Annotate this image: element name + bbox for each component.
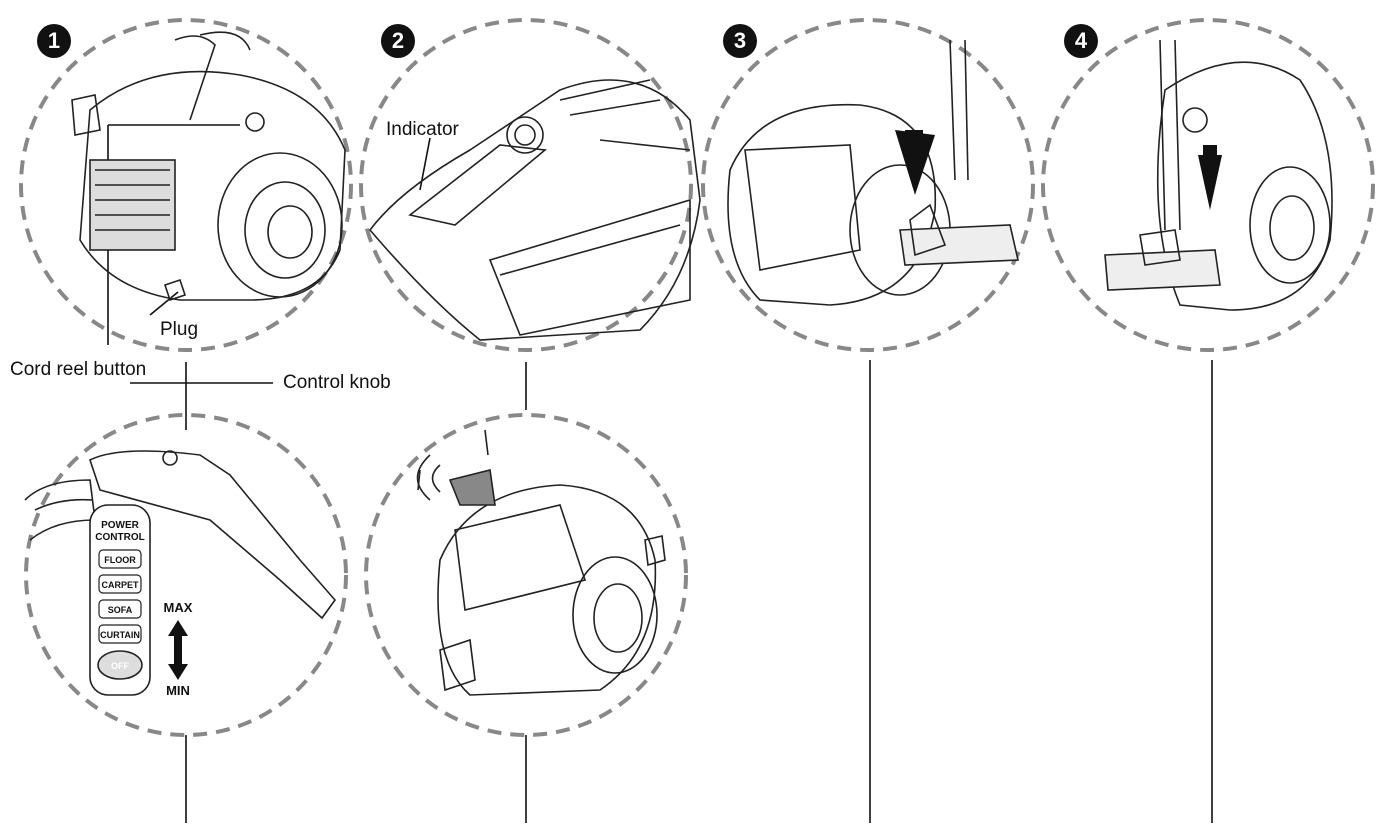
step-2-badge: 2	[381, 24, 415, 58]
mode-sofa: SOFA	[108, 605, 133, 615]
max-label: MAX	[164, 600, 193, 615]
indicator-leader-line	[419, 137, 431, 191]
control-knob-label: Control knob	[283, 372, 391, 393]
vacuum-body-illustration-1	[71, 31, 346, 302]
music-note-icon	[484, 429, 489, 456]
max-min-arrow-icon	[168, 620, 188, 680]
plug-label: Plug	[160, 319, 199, 340]
power-control-title-2: CONTROL	[95, 532, 144, 543]
control-panel: POWER CONTROL FLOOR CARPET SOFA CURTAIN …	[95, 520, 192, 698]
step-4-badge: 4	[1064, 24, 1098, 58]
detail-circle-sound	[364, 413, 688, 737]
mode-off: OFF	[111, 661, 129, 671]
vacuum-sound-illustration	[416, 429, 666, 696]
step-3-badge: 3	[723, 24, 757, 58]
vacuum-upright-storage-illustration	[1104, 39, 1333, 311]
cord-reel-button-label: Cord reel button	[10, 359, 147, 380]
min-label: MIN	[166, 683, 190, 698]
vacuum-top-illustration	[368, 79, 701, 341]
power-control-title-1: POWER	[101, 520, 140, 531]
mode-curtain: CURTAIN	[100, 630, 140, 640]
step-1-badge: 1	[37, 24, 71, 58]
mode-floor: FLOOR	[104, 555, 136, 565]
detail-circle-4	[1041, 18, 1375, 352]
music-note-icon	[417, 469, 421, 491]
detail-circle-handle	[24, 413, 348, 737]
indicator-label: Indicator	[386, 119, 459, 140]
plug-leader-line	[149, 291, 179, 316]
vacuum-nozzle-park-illustration	[727, 39, 1019, 306]
detail-circle-3	[701, 18, 1035, 352]
detail-circle-2	[359, 18, 693, 352]
mode-carpet: CARPET	[101, 580, 139, 590]
detail-circle-1	[19, 18, 353, 352]
